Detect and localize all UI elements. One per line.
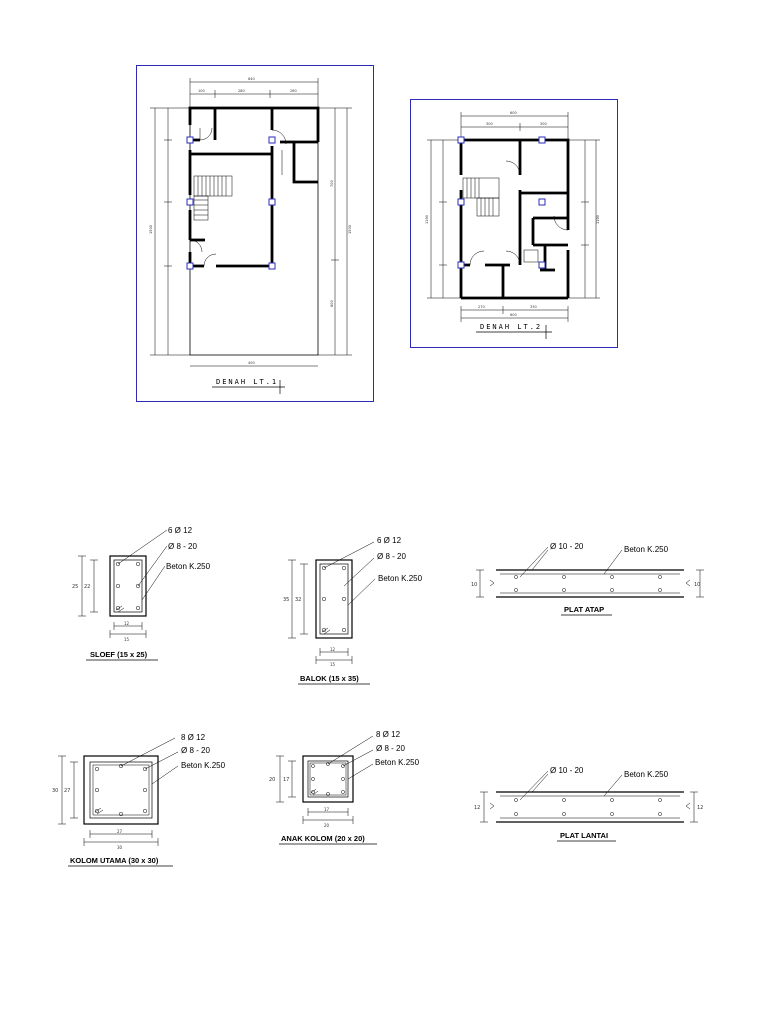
plat-lantai-concrete: Beton K.250: [624, 770, 669, 779]
anak-kolom-h-outer: 20: [269, 777, 275, 783]
lt2-dim-right-total: 1190: [596, 215, 600, 224]
plat-lantai-title: PLAT LANTAI: [560, 831, 608, 840]
plat-lantai-thk-right: 12: [697, 805, 703, 811]
sloef-w-outer: 15: [124, 637, 130, 642]
balok-h-inner: 32: [295, 597, 301, 603]
detail-plat-lantai: Ø 10 - 20 Beton K.250 12 12 PLAT LANTAI: [474, 766, 703, 842]
anak-kolom-concrete: Beton K.250: [375, 758, 420, 767]
balok-w-outer: 15: [330, 662, 336, 667]
detail-plat-atap: Ø 10 - 20 Beton K.250 10 10 PLAT ATAP: [471, 542, 704, 616]
balok-concrete: Beton K.250: [378, 574, 423, 583]
lt2-title: DENAH LT.2: [480, 323, 542, 331]
anak-kolom-rebar: 8 Ø 12: [376, 730, 401, 739]
sloef-title: SLOEF (15 x 25): [90, 650, 148, 659]
lt2-dim-bottom-total: 600: [510, 313, 517, 317]
plat-lantai-thk-left: 12: [474, 805, 480, 811]
anak-kolom-w-outer: 20: [324, 823, 330, 828]
detail-kolom-utama: 8 Ø 12 Ø 8 - 20 Beton K.250 30 27 27 30 …: [52, 733, 226, 867]
plat-lantai-stirrup: Ø 10 - 20: [550, 766, 584, 775]
kolom-utama-title: KOLOM UTAMA (30 x 30): [70, 856, 159, 865]
sloef-stirrup: Ø 8 - 20: [168, 542, 197, 551]
anak-kolom-stirrup: Ø 8 - 20: [376, 744, 405, 753]
kolom-utama-rebar: 8 Ø 12: [181, 733, 206, 742]
plat-atap-concrete: Beton K.250: [624, 545, 669, 554]
plat-atap-thk-right: 10: [694, 582, 700, 588]
detail-anak-kolom: 8 Ø 12 Ø 8 - 20 Beton K.250 20 17 17 20 …: [269, 730, 420, 845]
lt1-dim-top-total: 640: [248, 77, 255, 81]
kolom-utama-h-outer: 30: [52, 788, 58, 794]
sloef-concrete: Beton K.250: [166, 562, 211, 571]
lt1-dim-left-total: 1500: [149, 225, 153, 234]
sloef-rebar: 6 Ø 12: [168, 526, 193, 535]
lt2-dim-top-left: 300: [486, 122, 493, 126]
lt2-dim-top-right: 300: [540, 122, 547, 126]
lt1-dim-top-left: 100: [198, 89, 205, 93]
lt1-dim-right-mid: 700: [330, 180, 334, 187]
sloef-h-outer: 25: [72, 584, 78, 590]
lt1-dim-top-mid: 280: [238, 89, 245, 93]
kolom-utama-w-outer: 30: [117, 845, 123, 850]
lt2-dim-top-total: 600: [510, 111, 517, 115]
lt2-dim-left-total: 1190: [425, 215, 429, 224]
balok-stirrup: Ø 8 - 20: [377, 552, 406, 561]
lt1-title: DENAH LT.1: [216, 378, 278, 386]
detail-sloef: 6 Ø 12 Ø 8 - 20 Beton K.250 25 22 12 15 …: [72, 526, 211, 661]
anak-kolom-title: ANAK KOLOM (20 x 20): [281, 834, 365, 843]
detail-balok: 6 Ø 12 Ø 8 - 20 Beton K.250 35 32 12 15 …: [283, 536, 423, 685]
balok-rebar: 6 Ø 12: [377, 536, 402, 545]
lt2-dim-bottom-mid: 330: [530, 305, 537, 309]
plat-atap-title: PLAT ATAP: [564, 605, 604, 614]
balok-w-inner: 12: [330, 647, 336, 652]
kolom-utama-h-inner: 27: [64, 788, 70, 794]
kolom-utama-stirrup: Ø 8 - 20: [181, 746, 210, 755]
sloef-w-inner: 12: [124, 621, 130, 626]
sloef-h-inner: 22: [84, 584, 90, 590]
balok-title: BALOK (15 x 35): [300, 674, 359, 683]
floor-plan-lt1-frame: [136, 65, 374, 402]
lt2-dim-bottom-left: 270: [478, 305, 485, 309]
lt1-dim-right-total: 1500: [348, 225, 352, 234]
lt1-dim-top-right: 260: [290, 89, 297, 93]
lt1-dim-right-low: 800: [330, 300, 334, 307]
balok-h-outer: 35: [283, 597, 289, 603]
anak-kolom-w-inner: 17: [324, 807, 330, 812]
plat-atap-stirrup: Ø 10 - 20: [550, 542, 584, 551]
lt1-dim-bottom: 400: [248, 361, 255, 365]
kolom-utama-concrete: Beton K.250: [181, 761, 226, 770]
plat-atap-thk-left: 10: [471, 582, 477, 588]
kolom-utama-w-inner: 27: [117, 829, 123, 834]
anak-kolom-h-inner: 17: [283, 777, 289, 783]
